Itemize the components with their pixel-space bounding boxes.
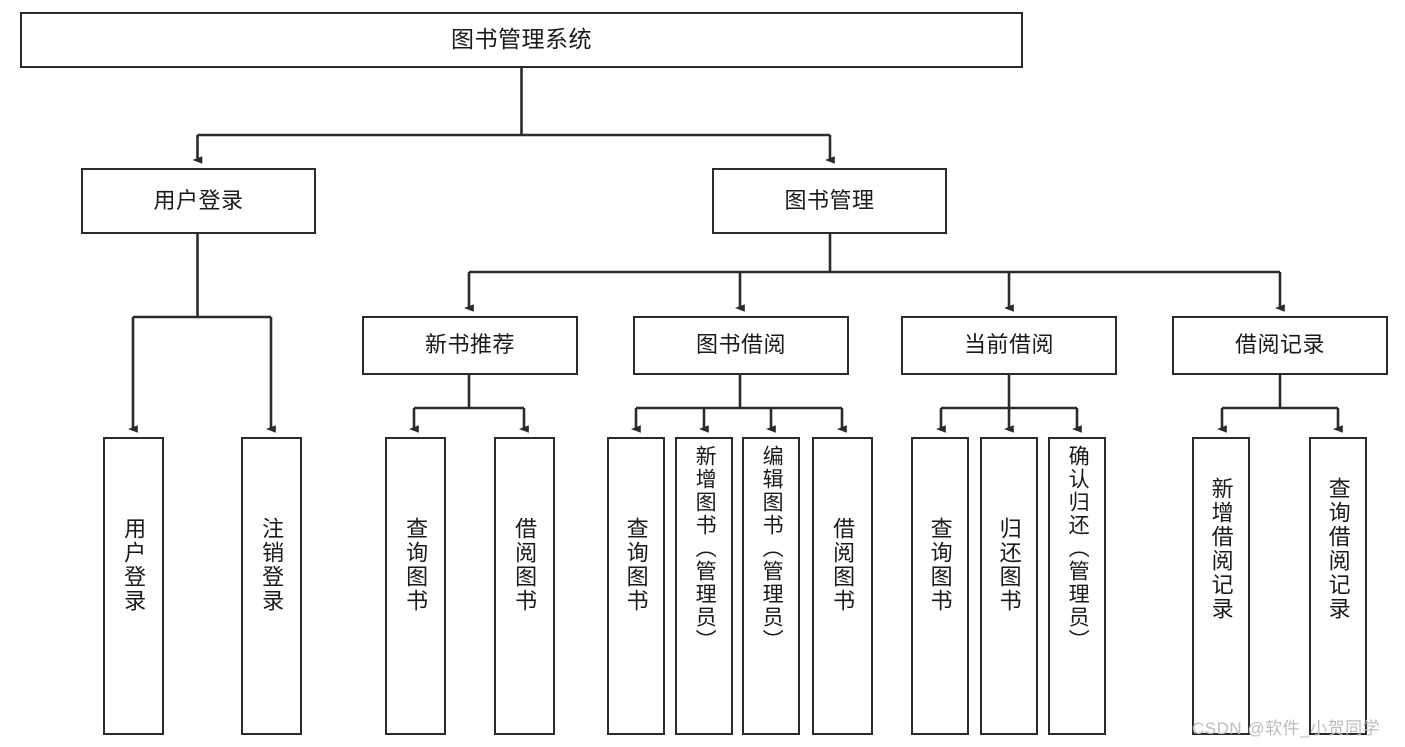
node-label: 当前借阅: [963, 332, 1054, 358]
node-label: 新书推荐: [424, 332, 515, 358]
node-label: 图书管理: [784, 187, 875, 213]
node-new-book-rec[interactable]: 新书推荐: [362, 316, 578, 375]
node-label: 图书借阅: [695, 332, 786, 358]
node-label: 查询借阅记录: [1325, 477, 1351, 621]
node-leaf-edit-book[interactable]: 编辑图书（管理员）: [742, 437, 800, 735]
node-leaf-query-book-3[interactable]: 查询图书: [911, 437, 969, 735]
node-label: 借阅图书: [830, 517, 856, 613]
node-label: 用户登录: [121, 517, 147, 613]
node-book-manage[interactable]: 图书管理: [712, 168, 947, 234]
node-leaf-borrow-book-2[interactable]: 借阅图书: [812, 437, 873, 735]
node-borrow-record[interactable]: 借阅记录: [1172, 316, 1388, 375]
node-leaf-borrow-book-1[interactable]: 借阅图书: [494, 437, 555, 735]
node-user-login[interactable]: 用户登录: [81, 168, 316, 234]
node-label: 编辑图书（管理员）: [760, 445, 784, 652]
node-label: 借阅图书: [512, 517, 538, 613]
node-label: 借阅记录: [1234, 332, 1325, 358]
node-label: 新增图书（管理员）: [693, 445, 717, 652]
node-book-borrow[interactable]: 图书借阅: [633, 316, 849, 375]
node-label: 查询图书: [927, 517, 953, 613]
node-leaf-return-book[interactable]: 归还图书: [980, 437, 1038, 735]
node-leaf-query-record[interactable]: 查询借阅记录: [1309, 437, 1367, 735]
node-leaf-logout[interactable]: 注销登录: [241, 437, 302, 735]
node-label: 图书管理系统: [451, 26, 592, 53]
node-label: 用户登录: [153, 187, 244, 213]
watermark-label: CSDN @软件_小贺同学: [1192, 719, 1381, 738]
node-label: 注销登录: [259, 517, 285, 613]
node-label: 确认归还（管理员）: [1066, 445, 1090, 652]
node-label: 新增借阅记录: [1208, 477, 1234, 621]
node-label: 查询图书: [623, 517, 649, 613]
node-leaf-add-book[interactable]: 新增图书（管理员）: [675, 437, 733, 735]
node-leaf-confirm-return[interactable]: 确认归还（管理员）: [1048, 437, 1106, 735]
node-label: 查询图书: [403, 517, 429, 613]
node-leaf-query-book-1[interactable]: 查询图书: [385, 437, 446, 735]
node-leaf-user-login[interactable]: 用户登录: [103, 437, 164, 735]
node-current-borrow[interactable]: 当前借阅: [901, 316, 1117, 375]
node-leaf-add-record[interactable]: 新增借阅记录: [1192, 437, 1250, 735]
node-leaf-query-book-2[interactable]: 查询图书: [607, 437, 665, 735]
node-label: 归还图书: [996, 517, 1022, 613]
node-root-book-management-system[interactable]: 图书管理系统: [20, 12, 1023, 68]
